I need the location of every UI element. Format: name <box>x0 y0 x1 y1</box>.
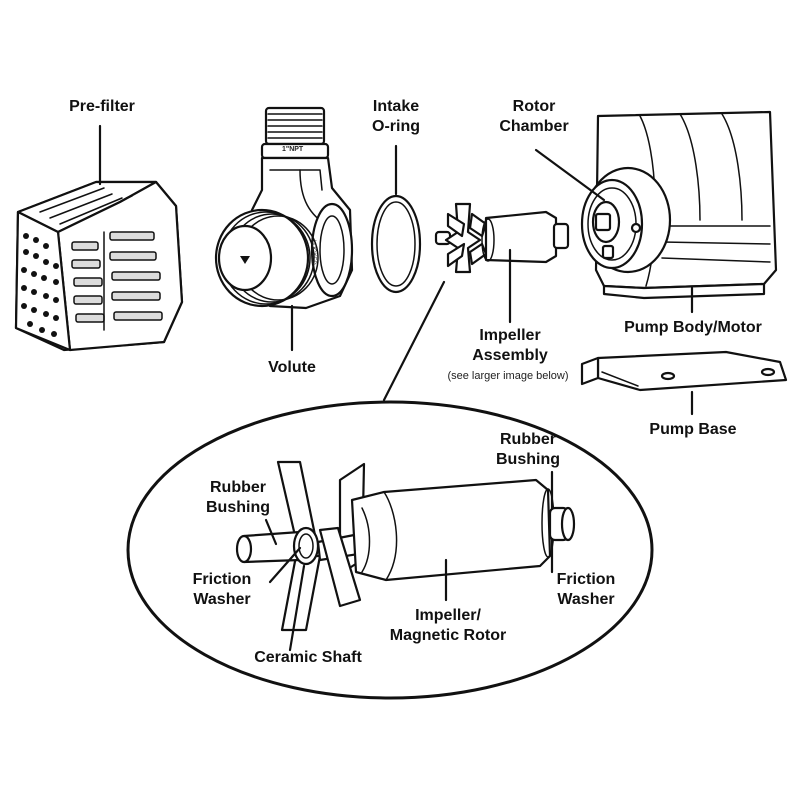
label-prefilter: Pre-filter <box>60 97 144 117</box>
label-pump-base-text: Pump Base <box>649 421 737 438</box>
label-friction-washer-right-line2: Washer <box>557 591 615 608</box>
label-friction-washer-left: Friction Washer <box>176 570 268 610</box>
label-impeller-assembly: Impeller Assembly <box>458 326 562 366</box>
label-impeller-assembly-line2: Assembly <box>472 347 548 364</box>
label-impeller-assembly-line1: Impeller <box>479 327 541 344</box>
intake-oring-part <box>370 194 422 294</box>
label-rubber-bushing-left-line1: Rubber <box>210 479 266 496</box>
label-rotor-chamber-line1: Rotor <box>512 98 556 115</box>
impeller-assembly-part <box>434 202 570 274</box>
label-rubber-bushing-right: Rubber Bushing <box>480 430 576 470</box>
label-ceramic-shaft: Ceramic Shaft <box>244 648 372 668</box>
label-intake-oring-line2: O-ring <box>372 118 420 135</box>
label-intake-oring-line1: Intake <box>372 98 420 115</box>
label-impeller-rotor-line1: Impeller/ <box>415 607 481 624</box>
label-volute-text: Volute <box>268 359 316 376</box>
pump-body-part <box>580 110 778 300</box>
label-ceramic-shaft-text: Ceramic Shaft <box>254 649 362 666</box>
label-rotor-chamber-line2: Chamber <box>499 118 569 135</box>
label-friction-washer-right: Friction Washer <box>540 570 632 610</box>
label-rubber-bushing-left-line2: Bushing <box>206 499 270 516</box>
label-pump-base: Pump Base <box>638 420 748 440</box>
label-impeller-rotor-line2: Magnetic Rotor <box>389 627 507 644</box>
impeller-detail <box>235 460 576 652</box>
label-volute: Volute <box>256 358 328 378</box>
label-rubber-bushing-right-line2: Bushing <box>496 451 560 468</box>
label-rubber-bushing-right-line1: Rubber <box>500 431 556 448</box>
label-rubber-bushing-left: Rubber Bushing <box>190 478 286 518</box>
pump-base-part <box>580 350 788 392</box>
label-friction-washer-left-line2: Washer <box>193 591 251 608</box>
label-intake-oring: Intake O-ring <box>356 97 436 137</box>
volute-thread-mark: 1"NPT <box>282 146 304 153</box>
volute-part <box>214 106 354 310</box>
label-pump-body: Pump Body/Motor <box>610 318 776 338</box>
label-friction-washer-right-line1: Friction <box>556 571 616 588</box>
prefilter-part <box>14 180 184 352</box>
label-rotor-chamber: Rotor Chamber <box>486 97 582 137</box>
label-impeller-rotor: Impeller/ Magnetic Rotor <box>376 606 520 646</box>
label-prefilter-text: Pre-filter <box>69 98 135 115</box>
volute-side-mark: LOCKED <box>310 240 316 265</box>
label-pump-body-text: Pump Body/Motor <box>624 319 762 336</box>
label-impeller-note: (see larger image below) <box>447 370 569 382</box>
label-friction-washer-left-line1: Friction <box>192 571 252 588</box>
